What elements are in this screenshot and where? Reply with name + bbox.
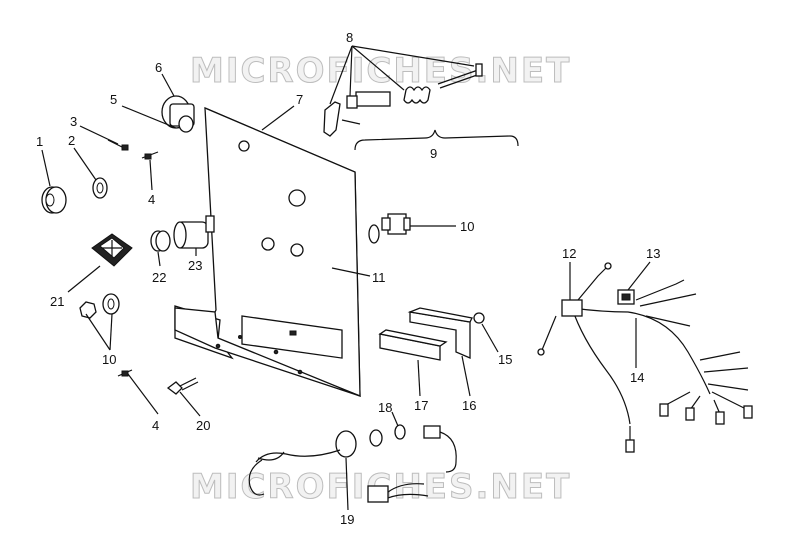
- callout-4-lower: 4: [152, 418, 159, 433]
- callout-3: 3: [70, 114, 77, 129]
- callout-numbers: 1 2 3 4 5 6 7 8 9 10 10 11 12 13 14 15 1…: [36, 30, 660, 527]
- part-21-switch: [91, 233, 133, 267]
- callout-leader-lines: [41, 45, 651, 511]
- part-19-light-harness: [248, 425, 457, 503]
- callout-9: 9: [430, 146, 437, 161]
- part-13-connector: [617, 289, 635, 305]
- part-12-connector: [561, 262, 612, 317]
- part-16-bracket: [407, 307, 473, 359]
- callout-16: 16: [462, 398, 476, 413]
- part-6-light-housing: [161, 95, 195, 133]
- part-22-nut: [150, 230, 171, 252]
- part-4-screw-upper: [141, 151, 159, 160]
- part-9-bracket: [354, 129, 519, 151]
- callout-5: 5: [110, 92, 117, 107]
- dash-panel: [174, 106, 361, 397]
- callout-10-nuts: 10: [102, 352, 116, 367]
- part-4-screw-lower: [117, 369, 133, 377]
- part-15-grommet: [473, 312, 485, 324]
- callout-21: 21: [50, 294, 64, 309]
- callout-6: 6: [155, 60, 162, 75]
- callout-7: 7: [296, 92, 303, 107]
- part-2-washer: [92, 177, 108, 199]
- callout-23: 23: [188, 258, 202, 273]
- watermark-top: MICROFICHES.NET: [190, 51, 571, 91]
- callout-8: 8: [346, 30, 353, 45]
- part-17-bracket: [378, 329, 448, 361]
- part-10-nuts: [79, 293, 120, 319]
- callout-15: 15: [498, 352, 512, 367]
- callout-2: 2: [68, 133, 75, 148]
- part-14-wiring-harness: [537, 279, 753, 453]
- part-18-washer: [394, 424, 406, 440]
- part-1-nut: [41, 186, 67, 214]
- callout-20: 20: [196, 418, 210, 433]
- part-10-toggle-switch: [368, 213, 411, 244]
- callout-17: 17: [414, 398, 428, 413]
- watermark-bottom: MICROFICHES.NET: [190, 467, 571, 507]
- part-20-bolt: [166, 377, 199, 395]
- callout-18: 18: [378, 400, 392, 415]
- callout-13: 13: [646, 246, 660, 261]
- callout-19: 19: [340, 512, 354, 527]
- callout-22: 22: [152, 270, 166, 285]
- callout-11: 11: [372, 270, 386, 285]
- callout-10-switch: 10: [460, 219, 474, 234]
- part-3-screw: [107, 139, 129, 151]
- part-8-latch-assembly: [323, 63, 483, 137]
- callout-4-upper: 4: [148, 192, 155, 207]
- callout-12: 12: [562, 246, 576, 261]
- callout-14: 14: [630, 370, 644, 385]
- part-23-ignition-switch: [173, 215, 215, 249]
- callout-1: 1: [36, 134, 43, 149]
